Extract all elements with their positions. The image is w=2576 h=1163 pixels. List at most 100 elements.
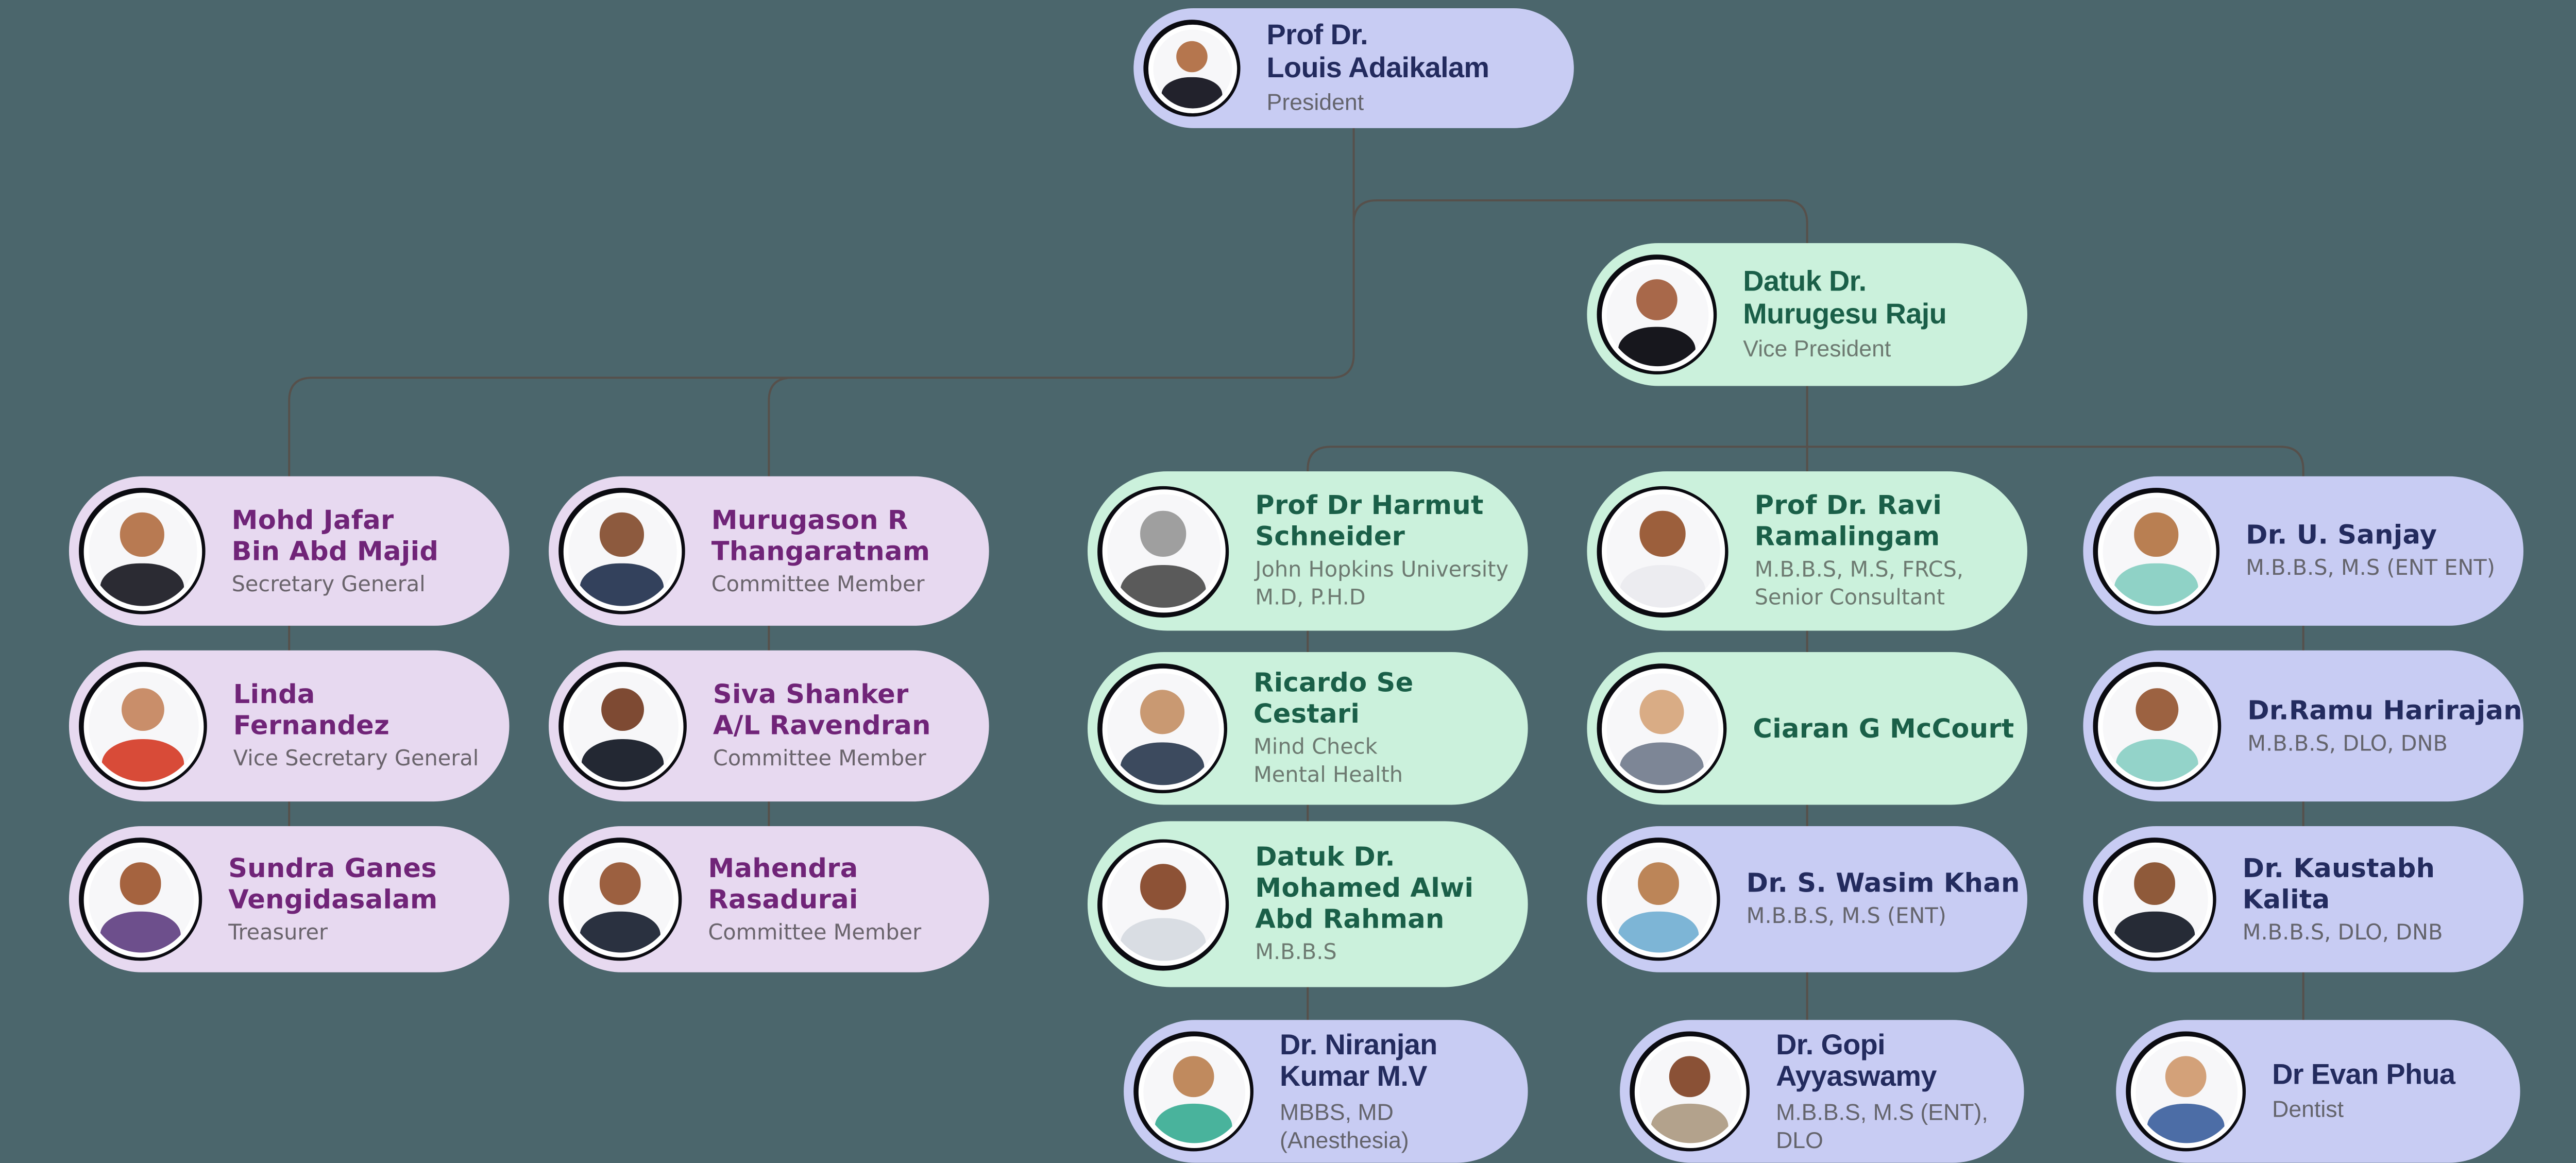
card-murugason-r-thangaratnam[interactable]: Murugason R Thangaratnam Committee Membe… — [549, 476, 989, 626]
name-line: Bin Abd Majid — [231, 534, 439, 566]
person-silhouette-icon — [1106, 494, 1220, 608]
title-line: Committee Member — [708, 920, 922, 946]
member-name: Datuk Dr. Mohamed Alwi Abd Rahman — [1255, 841, 1473, 935]
edge-subrail-to-column-c — [1307, 446, 1331, 1158]
member-title: M.B.B.S, M.S (ENT) — [1747, 903, 2020, 931]
person-silhouette-icon — [2102, 497, 2211, 606]
member-info: Siva Shanker A/L Ravendran Committee Mem… — [713, 678, 931, 774]
card-ravi-ramalingam[interactable]: Prof Dr. Ravi Ramalingam M.B.B.S, M.S, F… — [1587, 471, 2027, 631]
card-evan-phua[interactable]: Dr Evan Phua Dentist — [2116, 1020, 2520, 1163]
member-title: M.B.B.S, DLO, DNB — [2247, 730, 2522, 758]
name-line: Kumar M.V — [1280, 1059, 1427, 1092]
title-line: Treasurer — [228, 920, 328, 946]
card-ciaran-g-mccourt[interactable]: Ciaran G McCourt — [1587, 652, 2027, 805]
member-info: Dr. U. Sanjay M.B.B.S, M.S (ENT ENT) — [2246, 519, 2495, 583]
title-line: Vice President — [1743, 335, 1891, 362]
member-title: Vice President — [1743, 335, 1946, 363]
profile-photo — [2093, 662, 2222, 790]
profile-photo — [558, 488, 685, 614]
member-info: Ricardo Se Cestari Mind Check Mental Hea… — [1253, 667, 1528, 790]
title-line: Senior Consultant — [1754, 586, 1945, 611]
profile-photo — [2093, 837, 2216, 961]
person-silhouette-icon — [1106, 847, 1220, 961]
member-name: Ciaran G McCourt — [1753, 713, 2014, 744]
member-name: Dr. Niranjan Kumar M.V — [1280, 1028, 1528, 1093]
card-u-sanjay[interactable]: Dr. U. Sanjay M.B.B.S, M.S (ENT ENT) — [2083, 476, 2523, 626]
title-line: Dentist — [2272, 1096, 2344, 1122]
name-line: Mohd Jafar — [231, 503, 394, 535]
card-siva-shanker-ravendran[interactable]: Siva Shanker A/L Ravendran Committee Mem… — [549, 650, 989, 802]
member-info: Sundra Ganes Vengidasalam Treasurer — [228, 851, 437, 947]
card-wasim-khan[interactable]: Dr. S. Wasim Khan M.B.B.S, M.S (ENT) — [1587, 826, 2027, 972]
profile-photo — [1597, 485, 1728, 617]
name-line: Dr Evan Phua — [2272, 1057, 2455, 1090]
title-line: M.B.B.S, M.S (ENT ENT) — [2246, 556, 2495, 582]
member-info: Dr.Ramu Harirajan M.B.B.S, DLO, DNB — [2247, 694, 2522, 758]
title-line: M.B.B.S, DLO, DNB — [2242, 920, 2443, 946]
member-name: Mahendra Rasadurai — [708, 851, 921, 914]
card-mahendra-rasadurai[interactable]: Mahendra Rasadurai Committee Member — [549, 826, 989, 972]
name-line: Prof Dr. Ravi — [1754, 489, 1942, 521]
member-title: M.B.B.S, M.S, FRCS, Senior Consultant — [1755, 557, 1963, 612]
name-line: Schneider — [1255, 520, 1405, 552]
person-silhouette-icon — [567, 846, 673, 952]
card-linda-fernandez[interactable]: Linda Fernandez Vice Secretary General — [69, 650, 510, 802]
person-silhouette-icon — [88, 846, 193, 952]
profile-photo — [558, 837, 682, 961]
edge-president-to-vice-president — [1352, 199, 1808, 243]
name-line: Mohamed Alwi — [1255, 872, 1474, 903]
profile-photo — [1597, 254, 1717, 375]
name-line: Louis Adaikalam — [1266, 50, 1489, 83]
card-president-louis-adaikalam[interactable]: Prof Dr. Louis Adaikalam President — [1133, 8, 1574, 128]
card-sundra-ganes-vengidasalam[interactable]: Sundra Ganes Vengidasalam Treasurer — [69, 826, 510, 972]
card-gopi-ayyaswamy[interactable]: Dr. Gopi Ayyaswamy M.B.B.S, M.S (ENT), D… — [1620, 1020, 2024, 1163]
member-title: M.B.B.S — [1255, 939, 1473, 967]
card-mohamed-alwi-abd-rahman[interactable]: Datuk Dr. Mohamed Alwi Abd Rahman M.B.B.… — [1087, 821, 1528, 987]
card-vice-president-murugesu-raju[interactable]: Datuk Dr. Murugesu Raju Vice President — [1587, 243, 2027, 386]
name-line: Dr. Gopi — [1776, 1027, 1886, 1061]
card-mohd-jafar-bin-abd-majid[interactable]: Mohd Jafar Bin Abd Majid Secretary Gener… — [69, 476, 510, 626]
member-title: Committee Member — [713, 746, 931, 774]
member-info: Prof Dr Harmut Schneider John Hopkins Un… — [1255, 489, 1509, 612]
card-niranjan-kumar[interactable]: Dr. Niranjan Kumar M.V MBBS, MD (Anesthe… — [1124, 1020, 1528, 1163]
title-line: M.B.B.S, M.S, FRCS, — [1754, 558, 1964, 584]
title-line: M.B.B.S, M.S (ENT), DLO — [1776, 1098, 1988, 1152]
member-info: Prof Dr. Louis Adaikalam President — [1266, 19, 1489, 116]
member-info: Mahendra Rasadurai Committee Member — [708, 851, 921, 947]
member-title: Secretary General — [232, 571, 439, 598]
card-ricardo-se-cestari[interactable]: Ricardo Se Cestari Mind Check Mental Hea… — [1087, 652, 1528, 805]
member-name: Dr. Kaustabh Kalita — [2243, 851, 2523, 914]
card-harmut-schneider[interactable]: Prof Dr Harmut Schneider John Hopkins Un… — [1087, 471, 1528, 631]
name-line: Vengidasalam — [228, 882, 438, 914]
profile-photo — [79, 837, 202, 961]
title-line: M.B.B.S, M.S (ENT) — [1746, 905, 1946, 930]
member-title: M.B.B.S, M.S (ENT), DLO — [1776, 1098, 2024, 1154]
name-line: Abd Rahman — [1255, 903, 1445, 935]
profile-photo — [1597, 837, 1720, 961]
member-title: Committee Member — [708, 919, 921, 947]
card-kaustabh-kalita[interactable]: Dr. Kaustabh Kalita M.B.B.S, DLO, DNB — [2083, 826, 2523, 972]
profile-photo — [1597, 663, 1727, 794]
member-info: Datuk Dr. Murugesu Raju Vice President — [1743, 265, 1946, 363]
card-ramu-harirajan[interactable]: Dr.Ramu Harirajan M.B.B.S, DLO, DNB — [2083, 650, 2523, 802]
profile-photo — [1143, 20, 1241, 117]
member-name: Dr. Gopi Ayyaswamy — [1776, 1027, 2024, 1093]
name-line: Mahendra — [708, 851, 858, 883]
member-name: Dr.Ramu Harirajan — [2247, 694, 2522, 725]
title-line: President — [1266, 89, 1364, 115]
name-line: Prof Dr Harmut — [1255, 489, 1484, 521]
edge-president-to-left-group — [288, 126, 1355, 972]
title-line: MBBS, MD (Anesthesia) — [1280, 1098, 1409, 1152]
person-silhouette-icon — [88, 671, 198, 781]
person-silhouette-icon — [1142, 1040, 1245, 1142]
member-name: Linda Fernandez — [233, 678, 479, 741]
edge-left-rail-to-committee-column — [768, 377, 792, 972]
member-name: Sundra Ganes Vengidasalam — [228, 851, 437, 914]
name-line: Ayyaswamy — [1776, 1059, 1937, 1092]
name-line: Dr.Ramu Harirajan — [2247, 694, 2522, 725]
name-line: Datuk Dr. — [1255, 841, 1395, 873]
member-name: Prof Dr. Ravi Ramalingam — [1755, 489, 1963, 552]
member-title: Mind Check Mental Health — [1253, 734, 1528, 790]
name-line: Ricardo Se Cestari — [1253, 666, 1414, 729]
